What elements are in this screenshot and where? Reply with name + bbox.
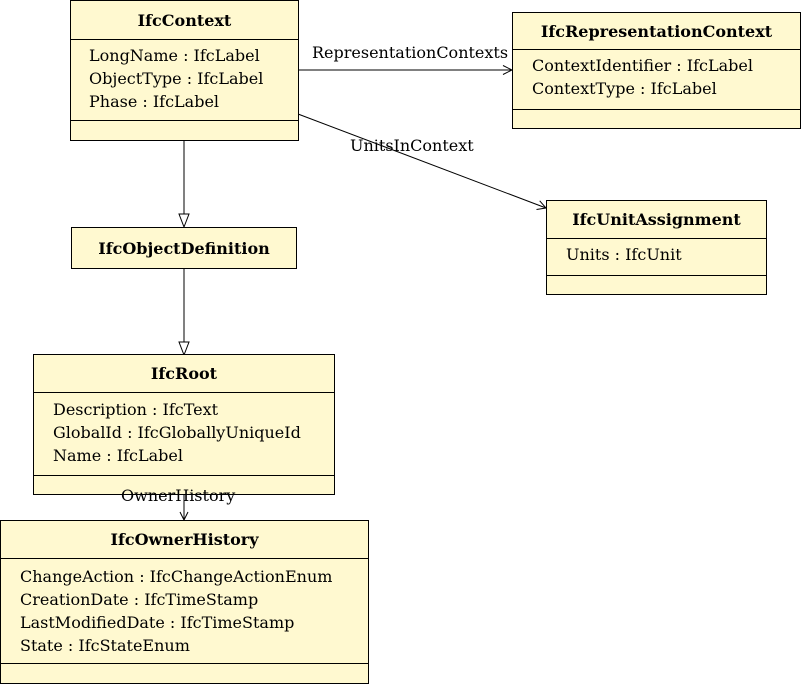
attribute-context-type: ContextType : IfcLabel bbox=[532, 79, 717, 98]
class-ifc-unit-assignment-name: IfcUnitAssignment bbox=[547, 201, 766, 239]
attribute-last-modified-date: LastModifiedDate : IfcTimeStamp bbox=[20, 613, 295, 632]
label-representation-contexts: RepresentationContexts bbox=[312, 43, 509, 62]
attribute-change-action: ChangeAction : IfcChangeActionEnum bbox=[20, 567, 333, 586]
class-ifc-owner-history: IfcOwnerHistory ChangeAction : IfcChange… bbox=[0, 520, 369, 684]
label-units-in-context: UnitsInContext bbox=[350, 136, 474, 155]
association-units-in-context bbox=[297, 113, 547, 209]
class-ifc-context: IfcContext LongName : IfcLabel ObjectTyp… bbox=[70, 0, 299, 141]
attribute-context-identifier: ContextIdentifier : IfcLabel bbox=[532, 56, 753, 75]
class-ifc-object-definition-name: IfcObjectDefinition bbox=[98, 238, 270, 258]
class-ifc-context-attributes: LongName : IfcLabel ObjectType : IfcLabe… bbox=[71, 40, 298, 121]
attribute-object-type: ObjectType : IfcLabel bbox=[89, 69, 264, 88]
class-ifc-root: IfcRoot Description : IfcText GlobalId :… bbox=[33, 354, 335, 495]
attribute-long-name: LongName : IfcLabel bbox=[89, 46, 260, 65]
class-ifc-owner-history-attributes: ChangeAction : IfcChangeActionEnum Creat… bbox=[1, 559, 368, 664]
class-ifc-unit-assignment: IfcUnitAssignment Units : IfcUnit bbox=[546, 200, 767, 295]
attribute-units: Units : IfcUnit bbox=[566, 245, 682, 264]
generalization-context-arrowhead bbox=[178, 213, 190, 229]
class-ifc-representation-context-name: IfcRepresentationContext bbox=[513, 13, 800, 50]
class-ifc-root-attributes: Description : IfcText GlobalId : IfcGlob… bbox=[34, 393, 334, 476]
attribute-state: State : IfcStateEnum bbox=[20, 636, 190, 655]
attribute-global-id: GlobalId : IfcGloballyUniqueId bbox=[53, 423, 301, 442]
class-ifc-root-name: IfcRoot bbox=[34, 355, 334, 393]
attribute-description: Description : IfcText bbox=[53, 400, 219, 419]
attribute-phase: Phase : IfcLabel bbox=[89, 92, 220, 111]
label-owner-history: OwnerHistory bbox=[121, 486, 236, 505]
attribute-creation-date: CreationDate : IfcTimeStamp bbox=[20, 590, 259, 609]
attribute-name: Name : IfcLabel bbox=[53, 446, 183, 465]
class-ifc-context-name: IfcContext bbox=[71, 1, 298, 40]
class-ifc-representation-context-attributes: ContextIdentifier : IfcLabel ContextType… bbox=[513, 50, 800, 110]
generalization-object-definition-arrowhead bbox=[178, 341, 190, 357]
class-ifc-unit-assignment-attributes: Units : IfcUnit bbox=[547, 239, 766, 276]
class-ifc-representation-context: IfcRepresentationContext ContextIdentifi… bbox=[512, 12, 801, 129]
class-ifc-object-definition: IfcObjectDefinition bbox=[71, 227, 297, 269]
class-ifc-owner-history-name: IfcOwnerHistory bbox=[1, 521, 368, 559]
